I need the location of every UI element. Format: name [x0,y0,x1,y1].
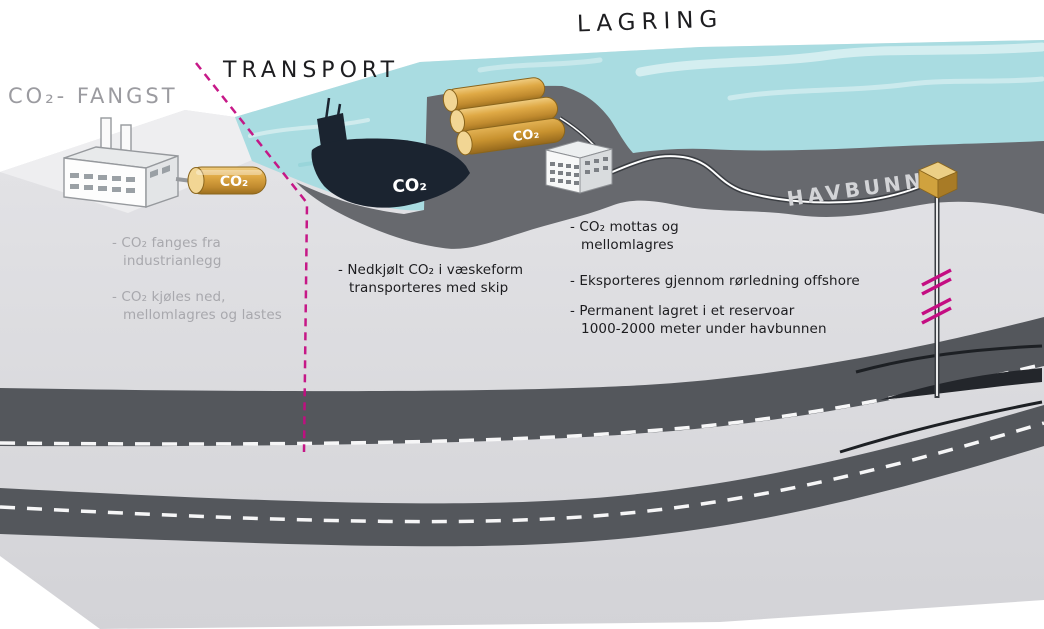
co2-cylinder-label: CO₂ [220,174,248,190]
terminal-windows [550,157,608,185]
factory-windows [70,165,170,193]
co2-cylinder-land: CO₂ [187,166,267,195]
well-marker-tick [921,297,952,316]
title-transport: TRANSPORT [223,58,400,83]
wellhead-side-face [937,171,958,199]
capture-transport-divider [195,62,309,453]
ship-icon: CO₂ [311,97,470,208]
title-co2-capture: CO₂- FANGST [8,84,178,108]
reservoir-curve-top [855,344,1043,374]
wave-streak [248,118,370,138]
reservoir-structure [839,344,1043,454]
rock-layer-upper [0,317,1044,447]
bullet-transport-1: - Nedkjølt CO₂ i væskeform transporteres… [338,262,524,297]
offshore-pipeline [609,153,920,206]
factory-icon [63,117,179,208]
tank-end-cap [449,109,466,134]
cylinder-highlight [196,170,262,175]
ship-mast [324,97,331,121]
bullet-storage-2: - Eksporteres gjennom rørledning offshor… [570,273,860,289]
bullet-storage-3: - Permanent lagret i et reservoar 1000-2… [570,303,827,338]
rock-layer-lower [0,405,1044,547]
pipeline-core [609,155,920,204]
ship-hull [311,138,470,208]
well-marker-tick [921,306,952,325]
cylinder-end-cap [187,167,205,194]
wave-streak [635,42,1044,77]
tank-end-cap [442,89,459,112]
reservoir-lens [880,368,1042,400]
injection-well [918,161,958,398]
reservoir-curve-bottom [839,400,1043,454]
wellhead-icon [918,161,958,199]
well-marker-tick [921,277,952,296]
bullet-capture-2: - CO₂ kjøles ned, mellomlagres og lastes [112,289,282,324]
ship-superstructure [317,113,347,147]
bullet-capture-1: - CO₂ fanges fra industrianlegg [112,235,222,270]
tank-end-cap [456,130,473,156]
bullet-storage-1: - CO₂ mottas og mellomlagres [570,219,679,254]
well-depth-markers [921,268,952,325]
well-marker-tick [921,268,952,287]
co2-ship-label: CO₂ [392,175,428,197]
wave-streak [727,76,1044,101]
wave-streak [477,57,603,73]
terminal-building [545,140,613,194]
title-storage: LAGRING [576,6,724,38]
co2-tank-cluster: CO₂ [442,77,566,156]
co2-tanks-label: CO₂ [512,127,540,146]
